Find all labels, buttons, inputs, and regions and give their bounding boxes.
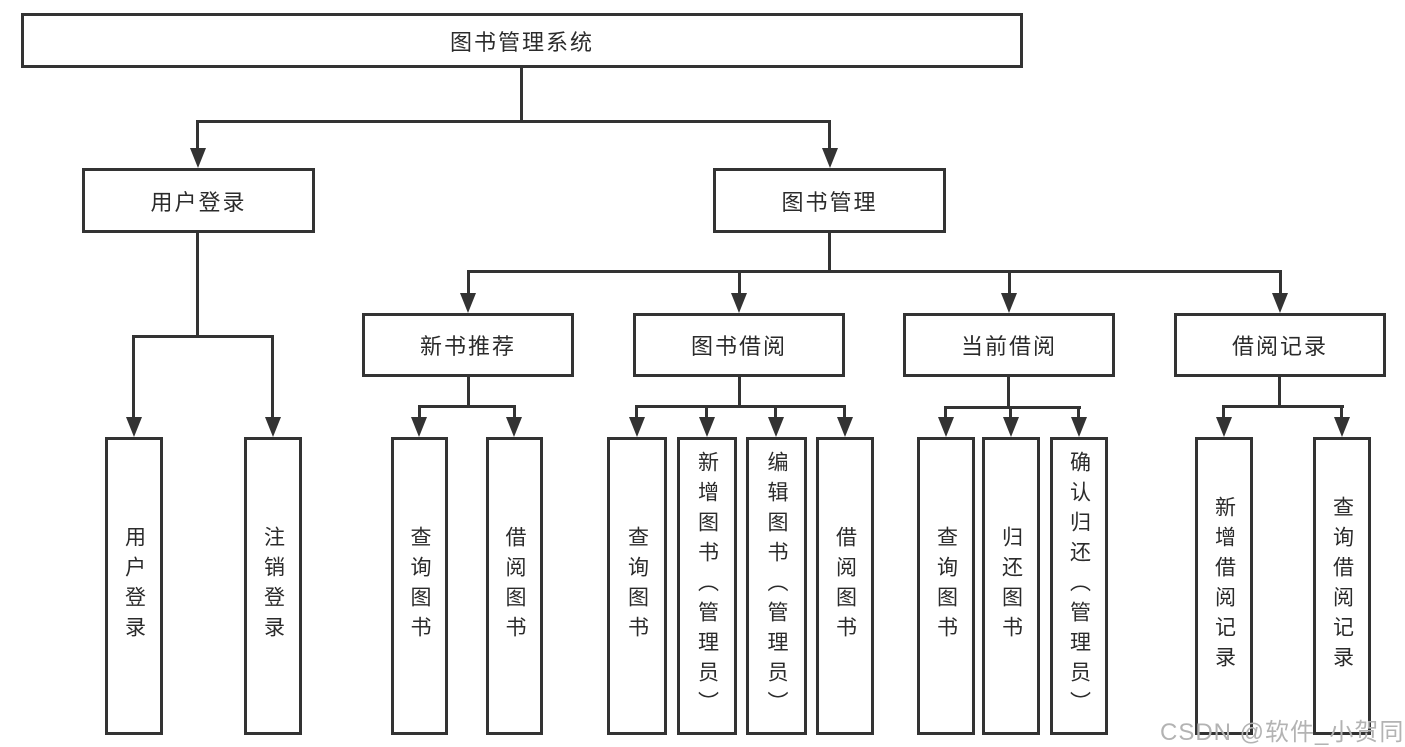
leaf-query-books: 查询图书 xyxy=(391,437,448,735)
connector-vline xyxy=(132,335,135,419)
connector-vline xyxy=(271,335,274,419)
arrow-down-icon xyxy=(1216,417,1232,437)
connector-vline xyxy=(1279,270,1282,295)
arrow-down-icon xyxy=(1003,417,1019,437)
connector-vline xyxy=(1008,270,1011,295)
connector-vline xyxy=(1278,377,1281,405)
node-book-management: 图书管理 xyxy=(713,168,946,233)
leaf-borrow-books: 借阅图书 xyxy=(486,437,543,735)
connector-vline xyxy=(513,405,516,419)
arrow-down-icon xyxy=(1272,293,1288,313)
arrow-down-icon xyxy=(460,293,476,313)
connector-vline xyxy=(828,120,831,150)
connector-vline xyxy=(774,405,777,419)
connector-vline xyxy=(467,270,470,295)
node-user-login: 用户登录 xyxy=(82,168,315,233)
connector-hline xyxy=(1222,405,1344,408)
arrow-down-icon xyxy=(190,148,206,168)
connector-hline xyxy=(635,405,846,408)
arrow-down-icon xyxy=(629,417,645,437)
leaf-return-books: 归还图书 xyxy=(982,437,1040,735)
connector-vline xyxy=(738,377,741,405)
arrow-down-icon xyxy=(126,417,142,437)
leaf-logout: 注销登录 xyxy=(244,437,302,735)
arrow-down-icon xyxy=(1071,417,1087,437)
node-current-borrowing: 当前借阅 xyxy=(903,313,1115,377)
connector-vline xyxy=(1077,406,1080,419)
arrow-down-icon xyxy=(699,417,715,437)
arrow-down-icon xyxy=(1334,417,1350,437)
arrow-down-icon xyxy=(837,417,853,437)
connector-hline xyxy=(132,335,274,338)
connector-vline xyxy=(705,405,708,419)
connector-vline xyxy=(843,405,846,419)
connector-vline xyxy=(1007,377,1010,406)
arrow-down-icon xyxy=(768,417,784,437)
connector-vline xyxy=(635,405,638,419)
connector-vline xyxy=(1222,405,1225,419)
arrow-down-icon xyxy=(822,148,838,168)
node-new-book-recommendation: 新书推荐 xyxy=(362,313,574,377)
connector-vline xyxy=(520,68,523,120)
connector-vline xyxy=(196,120,199,150)
leaf-add-books-admin: 新增图书（管理员） xyxy=(677,437,737,735)
leaf-user-login: 用户登录 xyxy=(105,437,163,735)
connector-hline xyxy=(467,270,1281,273)
leaf-add-borrow-record: 新增借阅记录 xyxy=(1195,437,1253,735)
connector-hline xyxy=(418,405,516,408)
arrow-down-icon xyxy=(506,417,522,437)
leaf-borrow-books: 借阅图书 xyxy=(816,437,874,735)
connector-vline xyxy=(418,405,421,419)
leaf-edit-books-admin: 编辑图书（管理员） xyxy=(746,437,807,735)
arrow-down-icon xyxy=(938,417,954,437)
arrow-down-icon xyxy=(265,417,281,437)
node-book-borrowing: 图书借阅 xyxy=(633,313,845,377)
node-borrowing-records: 借阅记录 xyxy=(1174,313,1386,377)
leaf-confirm-return-admin: 确认归还（管理员） xyxy=(1050,437,1108,735)
connector-vline xyxy=(738,270,741,295)
connector-vline xyxy=(1009,406,1012,419)
leaf-query-borrow-record: 查询借阅记录 xyxy=(1313,437,1371,735)
arrow-down-icon xyxy=(1001,293,1017,313)
arrow-down-icon xyxy=(731,293,747,313)
connector-hline xyxy=(944,406,1081,409)
connector-vline xyxy=(467,377,470,405)
connector-vline xyxy=(1340,405,1343,419)
connector-vline xyxy=(828,233,831,270)
leaf-query-books: 查询图书 xyxy=(607,437,667,735)
leaf-query-books: 查询图书 xyxy=(917,437,975,735)
watermark: CSDN @软件_小贺同学 xyxy=(1160,719,1405,746)
connector-vline xyxy=(944,406,947,419)
connector-hline xyxy=(196,120,831,123)
arrow-down-icon xyxy=(411,417,427,437)
connector-vline xyxy=(196,233,199,335)
node-library-management-system: 图书管理系统 xyxy=(21,13,1023,68)
